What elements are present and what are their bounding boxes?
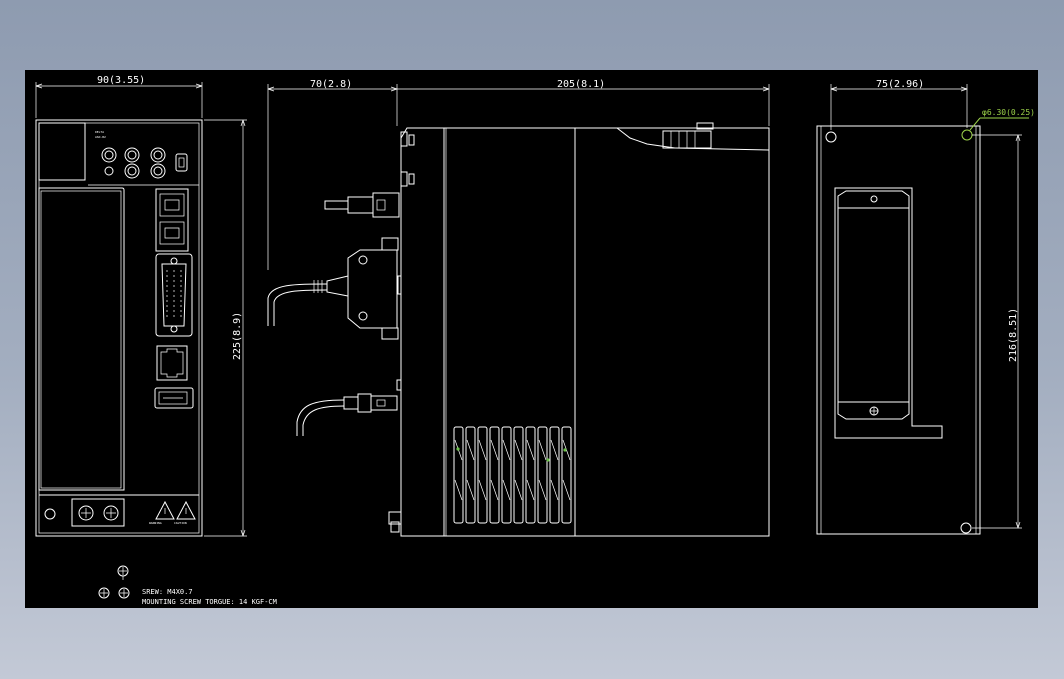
screw-icon: [78, 505, 94, 521]
model-label: ASD-B2: [95, 135, 106, 139]
rj-connector-block: [155, 188, 189, 252]
vent-slots: [453, 426, 572, 524]
db-connector: [155, 253, 193, 337]
warning-label: WARNING: [149, 521, 162, 525]
front-width-dimension: 90(3.55): [35, 75, 203, 118]
drawing-canvas: DELTA ASD-B2: [25, 70, 1038, 608]
caution-icon: [176, 500, 196, 520]
front-width-label: 90(3.55): [97, 75, 145, 86]
mount-height-label: 216(8.51): [1008, 308, 1019, 362]
front-height-dimension: 225(8.9): [204, 119, 247, 537]
display-window: [38, 122, 86, 181]
knob-icon: [124, 147, 140, 163]
mount-width-label: 75(2.96): [876, 79, 924, 90]
knob-icon: [101, 147, 117, 163]
side-depth-dimension: 205(8.1): [397, 79, 770, 126]
knob-icon: [124, 163, 140, 179]
caution-label: CAUTION: [174, 521, 187, 525]
screw-symbol-icon: [118, 587, 130, 599]
switch-icon: [175, 153, 188, 172]
side-depth-label: 205(8.1): [557, 79, 605, 90]
mounting-hole-icon: [960, 522, 972, 534]
heatsink-cutout: [834, 187, 943, 439]
cad-drawing: DELTA ASD-B2: [35, 75, 1035, 606]
mount-height-dimension: 216(8.51): [972, 134, 1022, 529]
small-port: [154, 387, 194, 409]
side-view: [267, 122, 770, 537]
screw-note: SREW: M4X0.7: [142, 588, 193, 596]
ground-icon: [44, 508, 56, 520]
warning-icon: [155, 500, 175, 520]
top-latch: [616, 127, 770, 151]
screw-icon: [103, 505, 119, 521]
front-height-label: 225(8.9): [232, 312, 243, 360]
connector-top: [324, 192, 400, 218]
connector-db-plug: [267, 237, 402, 340]
screw-symbol-icon: [98, 587, 110, 599]
encoder-port: [156, 345, 188, 381]
torque-note: MOUNTING SCREW TORGUE: 14 KGF-CM: [142, 598, 277, 606]
mounting-view: [816, 125, 981, 535]
knob-icon: [150, 163, 166, 179]
terminal-block: [71, 498, 125, 527]
front-cover-panel: [38, 187, 125, 491]
mount-width-dimension: 75(2.96): [830, 79, 968, 130]
mounting-hole-icon: [825, 131, 837, 143]
side-view-outline: [400, 127, 770, 537]
mounting-hole-highlight-icon: [961, 129, 973, 141]
hole-diameter-callout: φ6.30(0.25): [969, 108, 1035, 131]
brand-label: DELTA: [95, 130, 104, 134]
indicator-icon: [104, 166, 114, 176]
front-view-outline: [35, 119, 203, 537]
mounting-view-outline: [816, 125, 981, 535]
hole-diameter-label: φ6.30(0.25): [982, 108, 1035, 117]
connector-encoder: [296, 379, 402, 436]
knob-icon: [150, 147, 166, 163]
side-offset-dimension: 70(2.8): [267, 79, 398, 270]
screw-note-block: SREW: M4X0.7 MOUNTING SCREW TORGUE: 14 K…: [98, 565, 277, 606]
front-view: DELTA ASD-B2: [35, 119, 203, 537]
side-offset-label: 70(2.8): [310, 79, 352, 90]
db-pins: [166, 270, 182, 320]
